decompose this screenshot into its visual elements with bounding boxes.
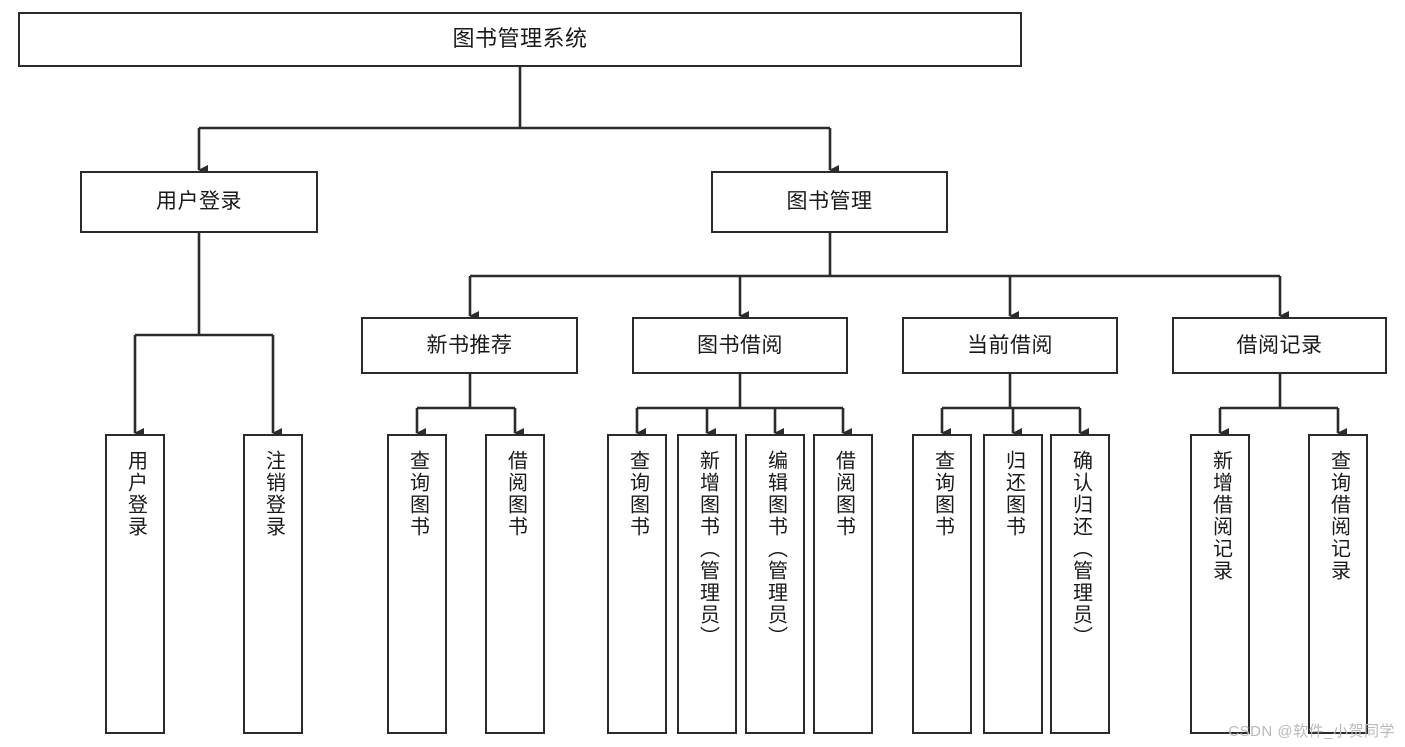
node-l-nb-query[interactable]: 查询图书 <box>387 434 447 734</box>
node-label-l-cur-ret: 归还图书 <box>1002 450 1025 538</box>
node-label-newbook: 新书推荐 <box>426 333 513 357</box>
node-root[interactable]: 图书管理系统 <box>18 12 1022 67</box>
node-label-l-bk-add: 新增图书（管理员） <box>696 450 719 648</box>
node-login[interactable]: 用户登录 <box>80 171 318 233</box>
node-record[interactable]: 借阅记录 <box>1172 317 1387 374</box>
node-l-bk-add[interactable]: 新增图书（管理员） <box>677 434 737 734</box>
node-l-cur-ret[interactable]: 归还图书 <box>983 434 1043 734</box>
node-l-bk-edit[interactable]: 编辑图书（管理员） <box>745 434 805 734</box>
node-label-borrow: 图书借阅 <box>697 333 783 357</box>
node-l-rec-query[interactable]: 查询借阅记录 <box>1308 434 1368 734</box>
node-current[interactable]: 当前借阅 <box>902 317 1118 374</box>
node-label-login: 用户登录 <box>156 190 242 214</box>
node-l-bk-query[interactable]: 查询图书 <box>607 434 667 734</box>
node-l-bk-lend[interactable]: 借阅图书 <box>813 434 873 734</box>
node-label-l-cur-query: 查询图书 <box>931 450 954 538</box>
node-l-nb-borrow[interactable]: 借阅图书 <box>485 434 545 734</box>
node-label-l-logout: 注销登录 <box>262 450 285 538</box>
node-label-root: 图书管理系统 <box>452 26 588 52</box>
node-label-l-login: 用户登录 <box>124 450 147 538</box>
node-l-cur-query[interactable]: 查询图书 <box>912 434 972 734</box>
node-l-cur-conf[interactable]: 确认归还（管理员） <box>1050 434 1110 734</box>
node-label-l-nb-borrow: 借阅图书 <box>504 450 527 538</box>
node-label-l-bk-lend: 借阅图书 <box>832 450 855 538</box>
node-label-l-bk-edit: 编辑图书（管理员） <box>764 450 787 648</box>
node-label-l-cur-conf: 确认归还（管理员） <box>1069 450 1092 648</box>
node-newbook[interactable]: 新书推荐 <box>361 317 578 374</box>
node-borrow[interactable]: 图书借阅 <box>632 317 848 374</box>
node-bookmgmt[interactable]: 图书管理 <box>711 171 948 233</box>
node-label-bookmgmt: 图书管理 <box>786 190 873 214</box>
node-label-current: 当前借阅 <box>967 333 1053 357</box>
node-label-l-nb-query: 查询图书 <box>406 450 429 538</box>
node-label-record: 借阅记录 <box>1236 333 1323 357</box>
watermark-text: CSDN @软件_小贺同学 <box>1228 723 1395 740</box>
node-l-logout[interactable]: 注销登录 <box>243 434 303 734</box>
node-label-l-rec-add: 新增借阅记录 <box>1209 450 1232 582</box>
node-label-l-bk-query: 查询图书 <box>626 450 649 538</box>
node-label-l-rec-query: 查询借阅记录 <box>1327 450 1350 582</box>
node-l-rec-add[interactable]: 新增借阅记录 <box>1190 434 1250 734</box>
node-l-login[interactable]: 用户登录 <box>105 434 165 734</box>
